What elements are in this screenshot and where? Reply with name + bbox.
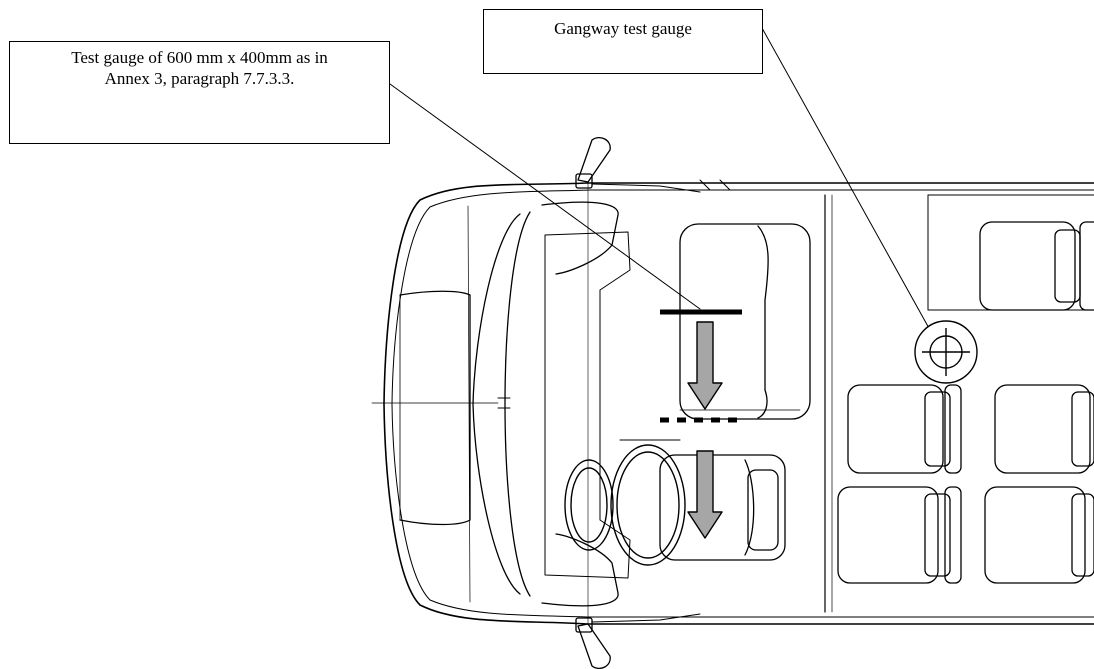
- driver-seat: [659, 454, 786, 561]
- test-gauge-callout-line-2: Annex 3, paragraph 7.7.3.3.: [104, 69, 295, 88]
- down-arrow-icon: [687, 450, 723, 539]
- right-mirror: [575, 613, 701, 669]
- windscreen: [399, 201, 631, 607]
- front-passenger-seat: [679, 223, 811, 420]
- gangway-gauge-leader-line: [761, 27, 931, 331]
- steering-wheel: [564, 439, 686, 566]
- gangway-gauge-callout: Gangway test gauge: [483, 9, 763, 74]
- test-gauge-callout-line-1: Test gauge of 600 mm x 400mm as in: [71, 48, 328, 67]
- side-partition: [699, 179, 1094, 613]
- down-arrow-icon: [687, 321, 723, 410]
- test-gauge-callout: Test gauge of 600 mm x 400mm as in Annex…: [9, 41, 390, 144]
- gangway-gauge-callout-text: Gangway test gauge: [554, 19, 692, 38]
- test-gauge-leader-line: [389, 83, 701, 310]
- crosshair-circle-icon: [914, 320, 978, 384]
- vehicle-body-outline: [383, 182, 1094, 625]
- left-mirror: [575, 136, 701, 193]
- passenger-seats: [837, 221, 1094, 584]
